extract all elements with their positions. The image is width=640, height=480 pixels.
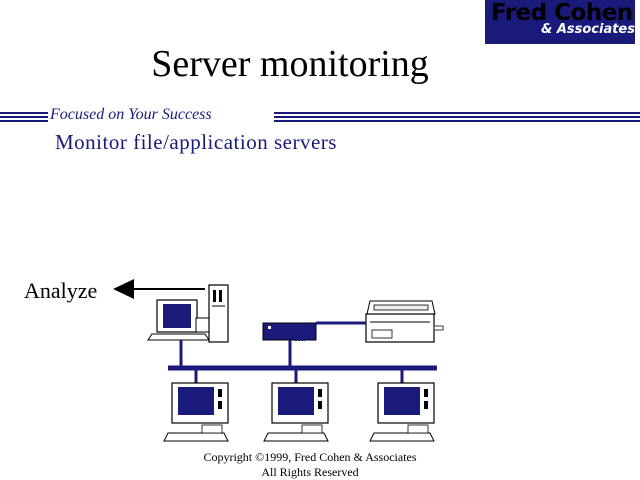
decorative-rule [0,112,48,114]
company-logo: Fred Cohen & Associates [485,0,635,44]
client-computer-icon [163,382,229,442]
slide-subtitle: Monitor file/application servers [55,130,337,154]
logo-line1: Fred Cohen [491,0,633,26]
printer-icon [365,300,444,343]
network-bus [168,321,437,383]
client-computer-icon [369,382,435,442]
decorative-rule [274,112,640,114]
copyright-line1: Copyright ©1999, Fred Cohen & Associates [203,450,417,464]
analyze-label: Analyze [24,278,98,303]
decorative-rule [0,120,48,122]
tagline: Focused on Your Success [50,106,212,123]
decorative-rule [0,116,48,118]
copyright-line2: All Rights Reserved [261,465,359,479]
analyze-arrow [113,279,205,299]
slide-title: Server monitoring [151,43,429,85]
copyright-notice: Copyright ©1999, Fred Cohen & Associates… [160,450,460,480]
decorative-rule [274,116,640,118]
monitoring-workstation-icon [147,284,229,343]
decorative-rule [274,120,640,122]
logo-line2: & Associates [540,22,635,37]
network-hub-icon [262,322,317,341]
client-computer-icon [263,382,329,442]
